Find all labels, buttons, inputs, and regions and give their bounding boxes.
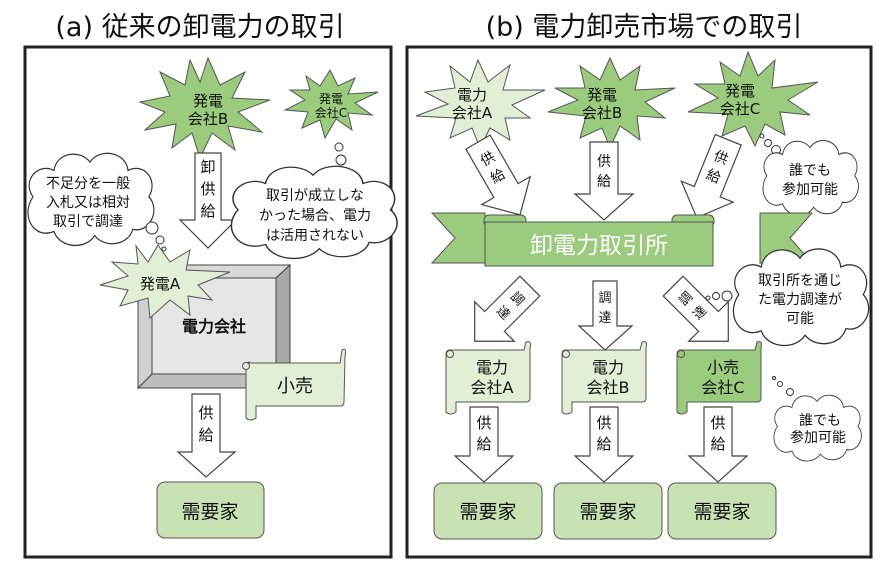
svg-text:発電: 発電: [319, 92, 343, 106]
svg-text:参加可能: 参加可能: [782, 181, 838, 198]
svg-text:調: 調: [598, 291, 611, 306]
supply-arrow-bottom-1: 供給: [573, 406, 635, 483]
thought-cloud-unused-power: 取引が成立しな かった場合、電力 は活用されない: [230, 165, 398, 260]
supply-arrow-bottom-2: 供給: [687, 406, 749, 483]
svg-text:た電力調達が: た電力調達が: [758, 292, 842, 308]
svg-text:不足分を一般: 不足分を一般: [46, 176, 130, 192]
svg-text:発電: 発電: [193, 92, 223, 110]
svg-text:会社B: 会社B: [587, 378, 630, 397]
svg-text:小売: 小売: [277, 376, 313, 397]
thought-cloud-anyone-bottom: 誰でも 参加可能: [773, 394, 862, 462]
wholesale-supply-arrow: 卸 供 給: [178, 152, 238, 249]
svg-text:電力: 電力: [457, 86, 487, 104]
svg-text:給: 給: [200, 202, 215, 220]
svg-text:供: 供: [478, 149, 498, 170]
panel-a-title: (a) 従来の卸電力の取引: [55, 12, 344, 43]
svg-text:需要家: 需要家: [181, 501, 238, 523]
svg-text:達: 達: [598, 311, 611, 326]
thought-cloud-exchange-procurement: 取引所を通じ た電力調達が 可能: [732, 248, 870, 347]
svg-text:供: 供: [596, 414, 611, 432]
svg-text:発電A: 発電A: [140, 275, 181, 293]
svg-text:供: 供: [476, 414, 491, 432]
top-burst-1: 発電 会社B: [547, 56, 676, 150]
supply-arrow-bottom-0: 供給: [453, 406, 515, 483]
svg-text:会社B: 会社B: [188, 110, 228, 128]
thought-cloud-procurement: 不足分を一般 入札又は相対 取引で調達: [27, 152, 155, 247]
svg-text:卸: 卸: [200, 158, 215, 176]
wholesale-exchange-banner: 卸電力取引所: [430, 212, 814, 267]
svg-text:取引が成立しな: 取引が成立しな: [266, 188, 364, 204]
consumer-box-0: 需要家: [433, 482, 543, 540]
panel-b-title: (b) 電力卸売市場での取引: [486, 12, 803, 43]
svg-text:発電: 発電: [587, 86, 617, 104]
svg-text:会社C: 会社C: [315, 105, 347, 120]
svg-text:給: 給: [488, 166, 508, 187]
generator-a-burst: 発電A: [99, 244, 231, 320]
procure-arrow-1: 調 達: [577, 280, 634, 351]
svg-text:会社A: 会社A: [452, 104, 493, 122]
consumer-box-1: 需要家: [553, 482, 663, 540]
svg-text:は活用されない: は活用されない: [266, 228, 364, 244]
svg-text:需要家: 需要家: [579, 501, 636, 523]
svg-text:供: 供: [711, 148, 730, 168]
svg-text:小売: 小売: [707, 358, 739, 377]
svg-text:取引所を通じ: 取引所を通じ: [758, 273, 842, 289]
svg-text:需要家: 需要家: [693, 501, 750, 523]
svg-text:供: 供: [200, 180, 215, 198]
generator-c-burst: 発電 会社C: [283, 68, 379, 140]
svg-text:誰でも: 誰でも: [799, 413, 841, 429]
svg-text:卸電力取引所: 卸電力取引所: [530, 233, 668, 259]
svg-text:給: 給: [596, 435, 611, 453]
supply-arrow-top-0: 供 給: [465, 134, 532, 216]
svg-text:かった場合、電力: かった場合、電力: [259, 208, 371, 224]
svg-text:可能: 可能: [786, 311, 814, 327]
svg-text:電力: 電力: [592, 358, 624, 377]
svg-text:取引で調達: 取引で調達: [53, 214, 123, 230]
svg-text:会社B: 会社B: [582, 104, 622, 122]
svg-text:供: 供: [597, 154, 611, 170]
svg-text:供: 供: [710, 414, 725, 432]
svg-text:会社C: 会社C: [701, 378, 744, 397]
svg-text:給: 給: [710, 435, 725, 453]
svg-text:給: 給: [597, 174, 611, 190]
top-burst-2: 発電 会社C: [687, 50, 819, 148]
supply-arrow-top-1: 供 給: [573, 141, 635, 221]
svg-text:誰でも: 誰でも: [789, 163, 831, 179]
svg-text:電力会社: 電力会社: [182, 317, 246, 336]
thought-cloud-anyone-top: 誰でも 参加可能: [762, 140, 859, 216]
svg-text:発電: 発電: [725, 82, 755, 100]
generator-b-burst: 発電 会社B: [138, 56, 271, 160]
svg-text:参加可能: 参加可能: [790, 429, 846, 446]
svg-text:会社C: 会社C: [720, 100, 760, 118]
consumer-box-a: 需要家: [156, 481, 265, 539]
supply-arrow-top-2: 供 給: [680, 133, 742, 219]
svg-text:給: 給: [476, 435, 491, 453]
svg-text:給: 給: [198, 426, 213, 444]
svg-text:入札又は相対: 入札又は相対: [46, 195, 130, 211]
supply-arrow-a: 供 給: [176, 393, 237, 478]
svg-text:給: 給: [704, 167, 723, 187]
svg-text:会社A: 会社A: [471, 378, 514, 397]
svg-text:需要家: 需要家: [459, 501, 516, 523]
retail-scroll: 小売: [242, 348, 347, 421]
procure-arrow-2: 調 達: [662, 275, 729, 342]
consumer-box-2: 需要家: [667, 482, 777, 540]
svg-text:電力: 電力: [476, 358, 508, 377]
svg-text:供: 供: [198, 404, 213, 422]
procure-arrow-0: 調 達: [474, 275, 541, 342]
